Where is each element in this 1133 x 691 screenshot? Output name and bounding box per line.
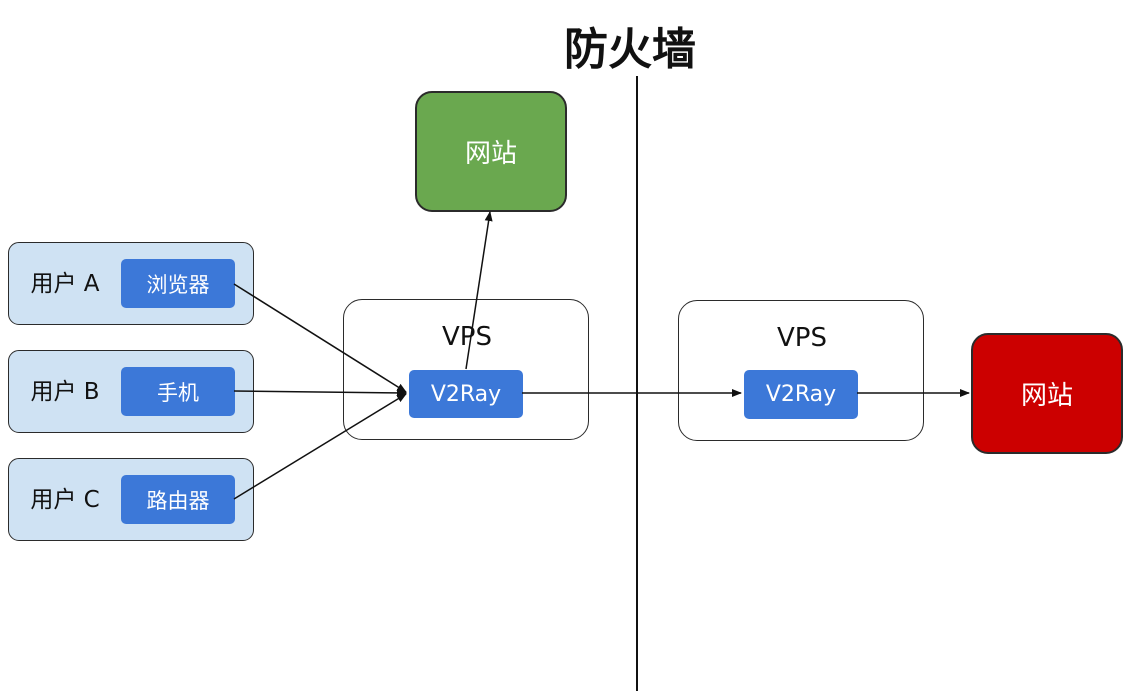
firewall-line [636,76,638,691]
vps-left-node: VPS V2Ray [343,299,589,440]
user-c-node: 用户 C 路由器 [8,458,254,541]
user-a-device: 浏览器 [121,259,235,308]
vps-left-v2ray: V2Ray [409,370,523,418]
user-b-label: 用户 B [30,379,100,405]
firewall-label: 防火墙 [564,24,696,75]
domestic-website-node: 网站 [415,91,567,212]
vps-right-node: VPS V2Ray [678,300,924,441]
user-a-label: 用户 A [30,271,100,297]
vps-left-v2ray-label: V2Ray [430,381,502,407]
user-b-node: 用户 B 手机 [8,350,254,433]
foreign-website-label: 网站 [1020,381,1073,411]
user-c-label: 用户 C [30,487,100,513]
foreign-website-node: 网站 [971,333,1123,454]
user-a-device-label: 浏览器 [146,272,210,297]
user-a-node: 用户 A 浏览器 [8,242,254,325]
user-c-device: 路由器 [121,475,235,524]
user-b-device: 手机 [121,367,235,416]
user-c-device-label: 路由器 [146,488,210,513]
vps-right-v2ray: V2Ray [744,370,858,419]
vps-left-label: VPS [442,322,492,352]
user-b-device-label: 手机 [157,380,199,405]
vps-right-v2ray-label: V2Ray [765,382,837,407]
vps-right-label: VPS [777,323,827,353]
domestic-website-label: 网站 [464,139,517,169]
